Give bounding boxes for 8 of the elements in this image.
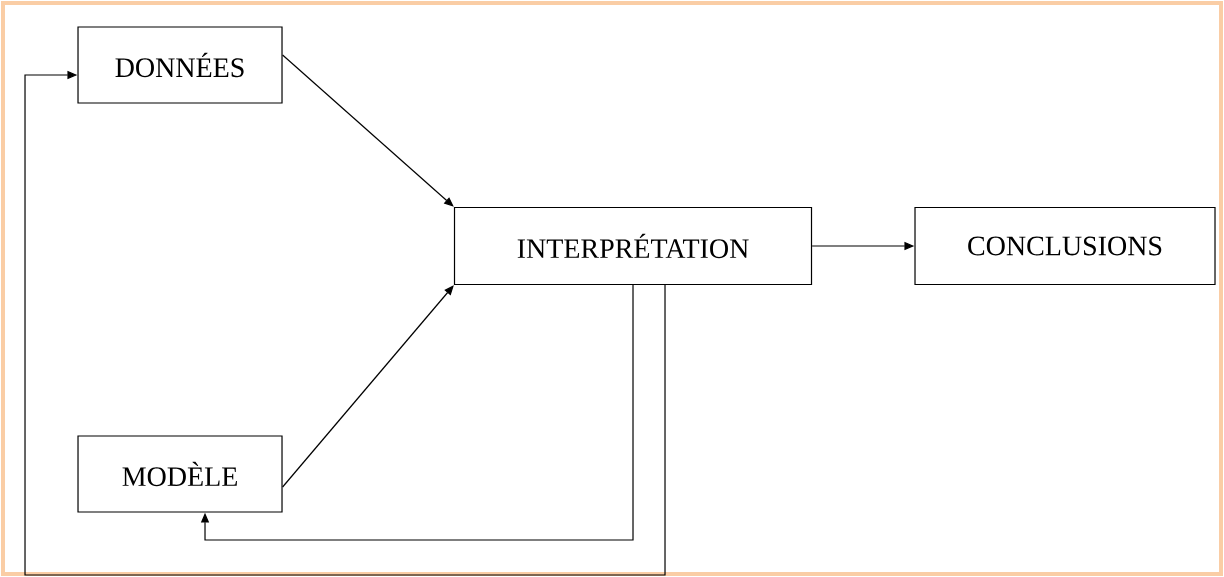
process-box: INTERPRÉTATION xyxy=(453,206,813,286)
process-box: DONNÉES xyxy=(77,26,283,104)
arrow xyxy=(24,70,666,576)
arrow xyxy=(282,54,454,207)
arrow xyxy=(200,284,634,541)
process-box: CONCLUSIONS xyxy=(914,206,1216,286)
process-box: MODÈLE xyxy=(77,435,283,513)
arrow xyxy=(282,285,454,488)
